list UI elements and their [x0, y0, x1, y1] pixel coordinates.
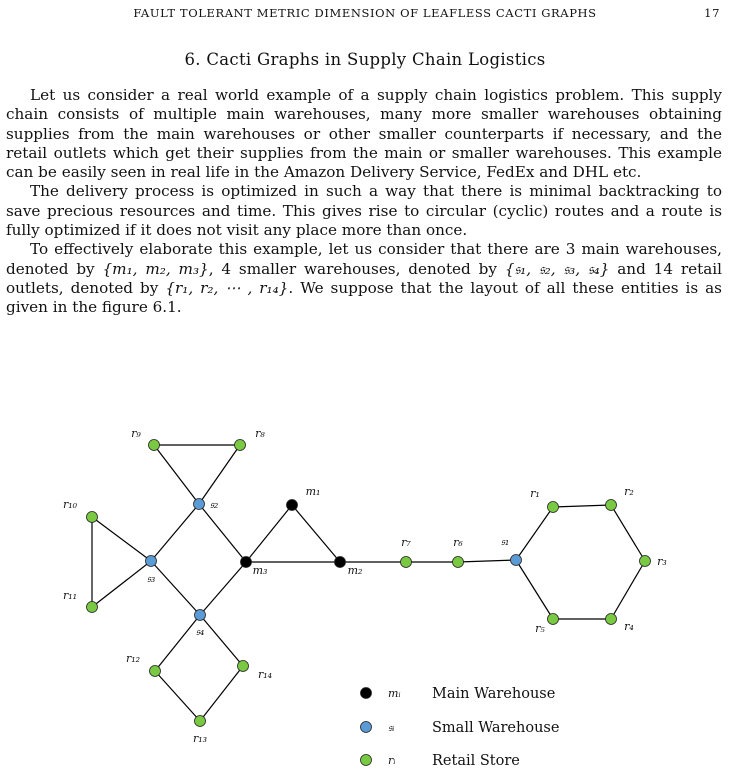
node-label-s1: 𝔰₁	[501, 535, 510, 548]
edge-r3-r4	[610, 560, 646, 620]
paragraph-3-text-a: To effectively elaborate this example, l…	[6, 240, 722, 278]
node-label-r1: r₁	[530, 487, 540, 500]
node-label-m3: m₃	[253, 564, 268, 577]
node-label-r10: r₁₀	[63, 498, 78, 511]
edge-r14-r13	[199, 665, 244, 722]
legend-label-2: Small Warehouse	[432, 720, 559, 736]
edge-r6-s1	[457, 559, 517, 563]
paragraph-2: The delivery process is optimized in suc…	[6, 182, 722, 240]
legend-symbol-2: 𝔰ᵢ	[388, 721, 394, 734]
node-label-r7: r₇	[401, 536, 411, 549]
node-label-r4: r₄	[624, 620, 634, 633]
node-s3	[145, 555, 157, 567]
edge-m1-m2	[291, 504, 341, 563]
figure-legend: mᵢ Main Warehouse 𝔰ᵢ Small Warehouse rᵢ Retai…	[360, 686, 559, 769]
edge-r10-s3	[91, 516, 152, 562]
edge-r9-s2	[153, 444, 200, 505]
small-warehouse-set: {𝔰₁, 𝔰₂, 𝔰₃, 𝔰₄}	[504, 259, 610, 278]
legend-symbol-1: mᵢ	[388, 687, 401, 700]
node-r2	[605, 499, 617, 511]
node-r8	[234, 439, 246, 451]
node-label-s4: 𝔰₄	[196, 625, 205, 638]
node-s2	[193, 498, 205, 510]
edge-r11-s3	[91, 560, 152, 608]
legend-symbol-3: rᵢ	[388, 754, 395, 767]
legend-marker-1	[360, 687, 372, 699]
node-r14	[237, 660, 249, 672]
node-label-r5: r₅	[535, 622, 545, 635]
node-r12	[149, 665, 161, 677]
edge-r12-r13	[154, 670, 201, 722]
node-label-r11: r₁₁	[63, 589, 77, 602]
edge-s4-m3	[199, 561, 247, 616]
node-label-s3: 𝔰₃	[147, 572, 156, 585]
node-r1	[547, 501, 559, 513]
page-number: 17	[704, 6, 720, 20]
edge-s2-m3	[198, 503, 247, 563]
running-header: FAULT TOLERANT METRIC DIMENSION OF LEAFL…	[0, 6, 730, 24]
edge-m1-m3	[245, 504, 293, 563]
node-label-s2: 𝔰₂	[210, 498, 219, 511]
graph-edges	[91, 444, 646, 722]
legend-label-3: Retail Store	[432, 753, 520, 769]
node-r7	[400, 556, 412, 568]
paragraph-3-text-b: , 4 smaller warehouses, denoted by	[208, 259, 505, 278]
node-r10	[86, 511, 98, 523]
node-r5	[547, 613, 559, 625]
node-m3	[240, 556, 252, 568]
supply-chain-figure: m₁ m₂ m₃ 𝔰₁ 𝔰₂ 𝔰₃ 𝔰₄ r₁ r₂ r₃ r₄ r₅ r₆ r₇ r₈ r₉ r₁₀ r₁₁ r₁…	[0, 400, 730, 774]
graph-node-labels: m₁ m₂ m₃ 𝔰₁ 𝔰₂ 𝔰₃ 𝔰₄ r₁ r₂ r₃ r₄ r₅ r₆ r₇ r₈ r₉ r₁₀ r₁₁ r₁…	[63, 427, 667, 745]
node-label-r8: r₈	[255, 427, 265, 440]
node-m1	[286, 499, 298, 511]
legend-marker-3	[360, 754, 372, 766]
graph-nodes	[86, 439, 651, 727]
node-label-r9: r₉	[131, 427, 141, 440]
node-s1	[510, 554, 522, 566]
edge-s3-s4	[150, 560, 201, 616]
node-label-m2: m₂	[348, 564, 363, 577]
paragraph-3-text-d: . We suppose that the layout of all thes…	[6, 278, 722, 317]
legend-marker-2	[360, 721, 372, 733]
edge-r2-r3	[610, 504, 646, 562]
edge-s4-r14	[199, 614, 244, 667]
node-label-r14: r₁₄	[258, 668, 272, 681]
node-label-r12: r₁₂	[126, 652, 140, 665]
node-r13	[194, 715, 206, 727]
node-label-r2: r₂	[624, 485, 634, 498]
node-r3	[639, 555, 651, 567]
node-m2	[334, 556, 346, 568]
edge-r8-s2	[198, 444, 241, 505]
node-r6	[452, 556, 464, 568]
paragraph-3: To effectively elaborate this example, l…	[6, 240, 722, 317]
retail-outlet-set: {r₁, r₂, ⋯ , r₁₄}	[165, 278, 289, 297]
main-warehouse-set: {m₁, m₂, m₃}	[102, 259, 209, 278]
edge-r5-s1	[515, 559, 554, 620]
node-s4	[194, 609, 206, 621]
node-r9	[148, 439, 160, 451]
legend-label-1: Main Warehouse	[432, 686, 555, 702]
node-r4	[605, 613, 617, 625]
node-label-r13: r₁₃	[193, 732, 207, 745]
node-label-m1: m₁	[306, 485, 321, 498]
body-text: Let us consider a real world example of …	[6, 86, 722, 318]
paragraph-3-text-c: and 14 retail outlets, denoted by	[6, 259, 722, 297]
node-label-r6: r₆	[453, 536, 463, 549]
edge-s1-r1	[515, 506, 554, 561]
edge-s4-r12	[154, 614, 201, 672]
node-label-r3: r₃	[657, 555, 667, 568]
paragraph-1: Let us consider a real world example of …	[6, 86, 722, 182]
edge-s2-s3	[150, 503, 200, 562]
section-title: 6. Cacti Graphs in Supply Chain Logistic…	[184, 50, 546, 69]
node-r11	[86, 601, 98, 613]
edge-r1-r2	[552, 504, 612, 508]
cactus-graph: m₁ m₂ m₃ 𝔰₁ 𝔰₂ 𝔰₃ 𝔰₄ r₁ r₂ r₃ r₄ r₅ r₆ r₇ r₈ r₉ r₁₀ r₁₁ r₁…	[63, 427, 667, 769]
running-title: FAULT TOLERANT METRIC DIMENSION OF LEAFL…	[133, 6, 597, 20]
